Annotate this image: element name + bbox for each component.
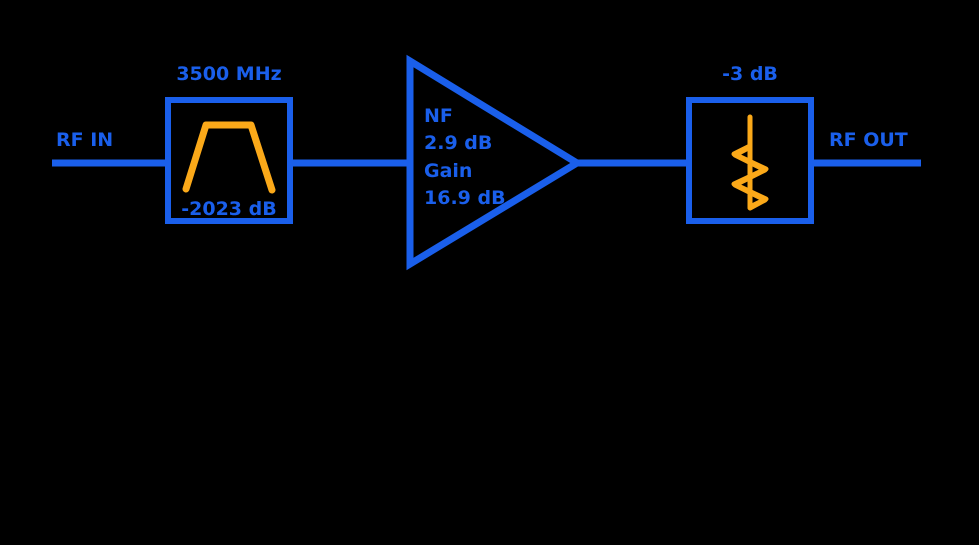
block-amplifier[interactable] xyxy=(406,54,584,271)
attenuator-value-label: -3 dB xyxy=(722,63,778,85)
amplifier-nf-label: NF xyxy=(424,105,453,127)
amplifier-gain-value: 16.9 dB xyxy=(424,187,506,209)
amplifier-triangle-icon xyxy=(406,54,584,271)
filter-insertion-loss-label: -2023 dB xyxy=(181,198,276,220)
resistor-zigzag-body-icon xyxy=(731,115,769,210)
attenuator-box xyxy=(686,97,814,224)
port-label-input: RF IN xyxy=(56,129,113,151)
block-attenuator[interactable] xyxy=(686,97,814,224)
filter-frequency-label: 3500 MHz xyxy=(176,63,281,85)
amplifier-gain-label: Gain xyxy=(424,160,472,182)
amplifier-nf-value: 2.9 dB xyxy=(424,132,492,154)
filter-box xyxy=(165,97,293,224)
port-label-output: RF OUT xyxy=(829,129,908,151)
bandpass-trapezoid-icon xyxy=(182,121,276,194)
block-bandpass-filter[interactable] xyxy=(165,97,293,224)
